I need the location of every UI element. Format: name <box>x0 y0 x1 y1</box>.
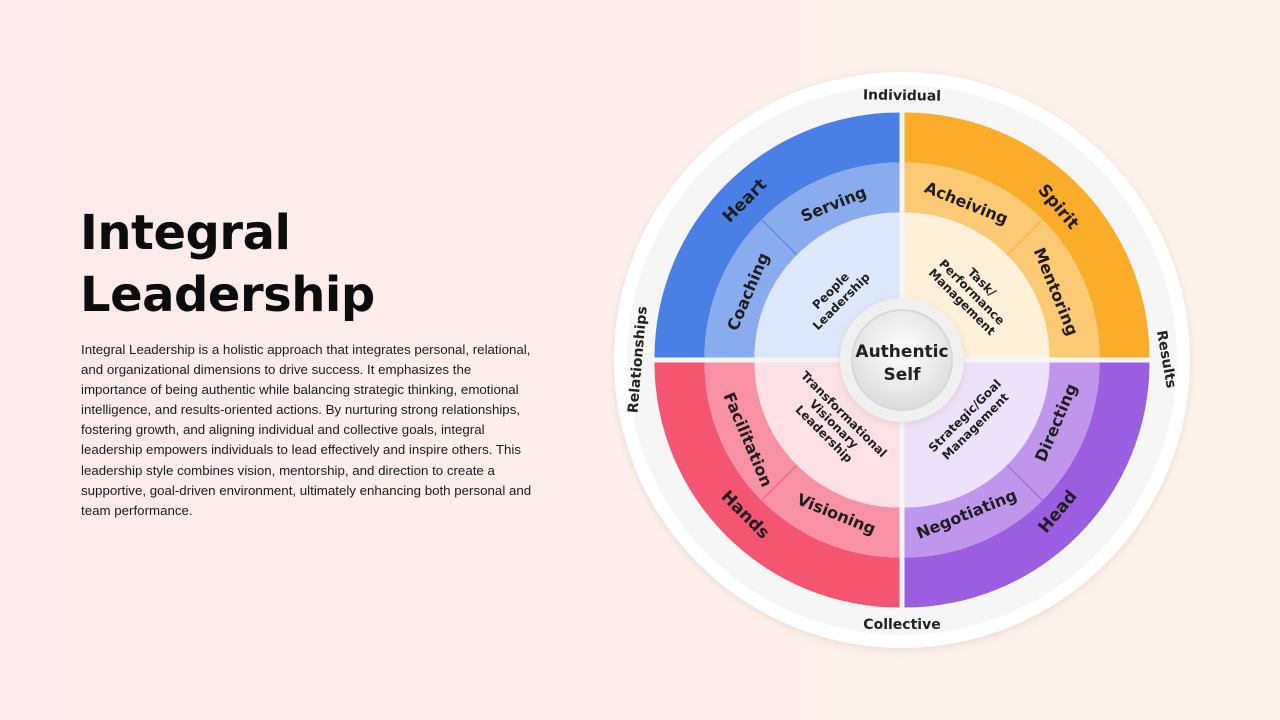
page-title: Integral Leadership <box>80 202 375 326</box>
center-circle-face <box>851 309 953 411</box>
middle-band-bottom-right-b <box>904 465 1043 558</box>
center-label-line-1: Authentic <box>855 342 948 362</box>
title-line-1: Integral <box>80 205 291 261</box>
outer-band-bottom-right <box>904 362 1150 608</box>
middle-band-bottom-left-b <box>704 362 797 501</box>
middle-divider <box>761 219 798 256</box>
middle-divider <box>761 464 798 501</box>
middle-band-top-right-a <box>904 162 1043 255</box>
label-collective: Collective <box>863 617 940 633</box>
inner-label-task-performance: Task/PerformanceManagement <box>926 246 1018 338</box>
middle-divider <box>1006 219 1043 256</box>
title-line-2: Leadership <box>80 267 375 323</box>
middle-divider <box>1006 464 1043 501</box>
middle-band-top-left-a <box>704 219 797 358</box>
description-text: Integral Leadership is a holistic approa… <box>81 342 532 518</box>
middle-band-top-right-b <box>1007 219 1100 358</box>
center-label-line-2: Self <box>884 365 922 385</box>
outer-band-top-right <box>904 112 1150 358</box>
outer-band-bottom-left <box>654 362 900 608</box>
middle-band-bottom-left-a <box>761 465 900 558</box>
label-individual: Individual <box>863 87 941 104</box>
middle-band-bottom-right-a <box>1007 362 1100 501</box>
middle-band-top-left-b <box>761 162 900 255</box>
outer-band-top-left <box>654 112 900 358</box>
quadrant-top-right <box>904 112 1150 358</box>
